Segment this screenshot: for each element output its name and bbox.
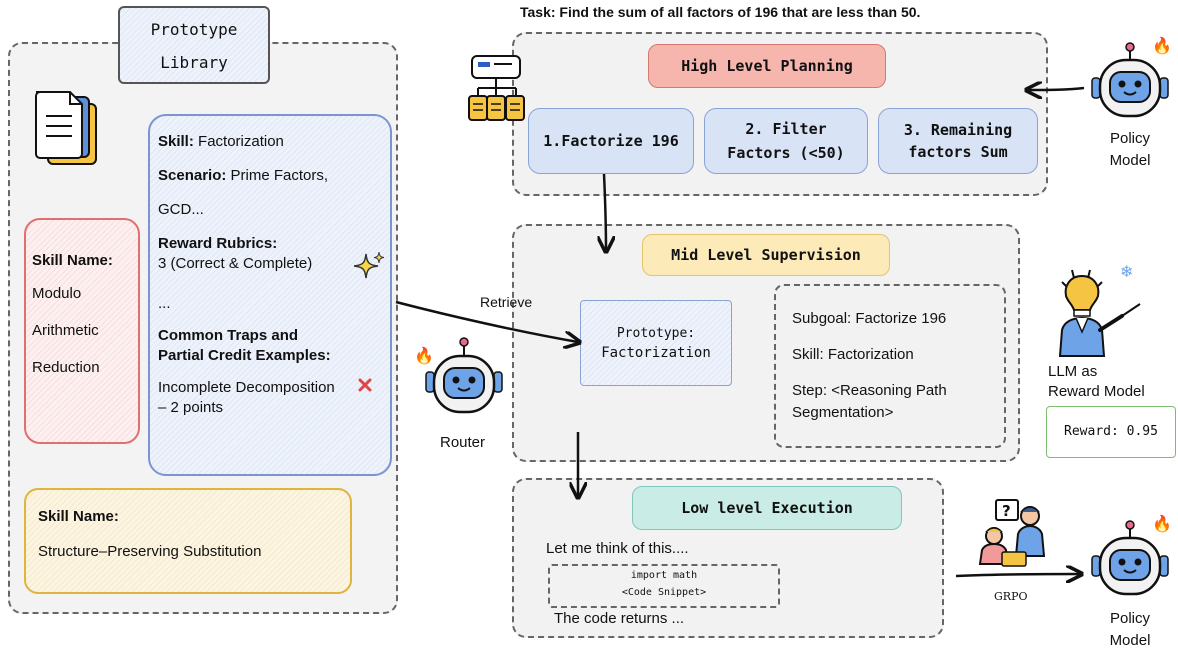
- red-card-label: Skill Name:: [32, 252, 113, 269]
- scenario-value: Prime Factors,: [230, 167, 329, 184]
- prototype-library-title: Prototype Library: [118, 6, 270, 84]
- sparkle-icon: [352, 250, 386, 284]
- policy-bottom-label: Policy Model: [1100, 608, 1160, 652]
- policy-bottom-fire-icon: 🔥: [1152, 516, 1172, 533]
- example-line1: Incomplete Decomposition: [158, 379, 335, 396]
- red-x-icon: [358, 378, 372, 392]
- low-level-title: Low level Execution: [632, 486, 902, 530]
- hierarchy-icon: [466, 52, 528, 124]
- scenario-line: Scenario: Prime Factors,: [158, 166, 390, 186]
- library-title-line2: Library: [160, 53, 228, 72]
- rubrics-label: Reward Rubrics:: [158, 235, 278, 252]
- code-snippet-box: import math <Code Snippet>: [548, 564, 780, 608]
- policy-top-label: Policy Model: [1100, 128, 1160, 172]
- arrow-low-to-policy: [955, 574, 1080, 576]
- reward-model-label: LLM as Reward Model: [1048, 362, 1145, 402]
- grpo-label: GRPO: [994, 590, 1028, 603]
- skill-label: Skill:: [158, 133, 194, 150]
- code-line2: <Code Snippet>: [621, 587, 707, 598]
- router-fire-icon: 🔥: [414, 348, 434, 365]
- prototype-line2: Factorization: [601, 344, 711, 361]
- yellow-card-value: Structure–Preserving Substitution: [38, 543, 262, 560]
- router-robot-icon: [420, 336, 508, 424]
- skill-card-modulo: Skill Name: Modulo Arithmetic Reduction: [24, 218, 140, 444]
- returns-text: The code returns ...: [554, 610, 685, 627]
- policy-bottom-line2: Model: [1109, 632, 1151, 649]
- skill-text: Skill: Factorization: [792, 346, 914, 363]
- plan-step-3: 3. Remaining factors Sum: [878, 108, 1038, 174]
- red-card-item-2: Arithmetic: [32, 322, 99, 339]
- mid-level-title: Mid Level Supervision: [642, 234, 890, 276]
- think-text: Let me think of this....: [546, 540, 689, 557]
- rubrics-value: 3 (Correct & Complete): [158, 255, 313, 272]
- plan-step-3-line1: 3. Remaining: [903, 121, 1013, 139]
- router-label: Router: [440, 434, 486, 451]
- prototype-factorization-box: Prototype: Factorization: [580, 300, 732, 386]
- yellow-card-label: Skill Name:: [38, 508, 119, 525]
- example-line2: – 2 points: [158, 399, 224, 416]
- step-line2: Segmentation>: [792, 404, 894, 421]
- plan-step-1-line1: 1.Factorize 196: [543, 132, 679, 150]
- step-line1: Step: <Reasoning Path: [792, 382, 947, 399]
- policy-top-fire-icon: 🔥: [1152, 38, 1172, 55]
- scenario-label: Scenario:: [158, 167, 227, 184]
- snowflake-icon: ❄: [1120, 264, 1134, 281]
- documents-icon: [34, 88, 104, 168]
- high-level-title: High Level Planning: [648, 44, 886, 88]
- plan-step-2-line1: 2. Filter: [745, 120, 827, 138]
- code-line1: import math: [630, 570, 698, 581]
- plan-step-2: 2. Filter Factors (<50): [704, 108, 868, 174]
- skill-card-substitution: Skill Name: Structure–Preserving Substit…: [24, 488, 352, 594]
- svg-text:?: ?: [1002, 502, 1011, 520]
- skill-line: Skill: Factorization: [158, 132, 390, 152]
- retrieve-label: Retrieve: [480, 294, 533, 310]
- reward-score-box: Reward: 0.95: [1046, 406, 1176, 458]
- red-card-item-3: Reduction: [32, 359, 100, 376]
- people-discussion-icon: ?: [976, 498, 1052, 568]
- plan-step-1: 1.Factorize 196: [528, 108, 694, 174]
- skill-card-factorization: Skill: Factorization Scenario: Prime Fac…: [148, 114, 392, 476]
- reward-model-line1: LLM as: [1048, 363, 1098, 380]
- traps-line2: Partial Credit Examples:: [158, 347, 331, 364]
- skill-card-ellipsis: ...: [158, 295, 171, 312]
- policy-bottom-line1: Policy: [1109, 610, 1150, 627]
- reward-model-line2: Reward Model: [1048, 383, 1145, 400]
- skill-value: Factorization: [198, 133, 284, 150]
- plan-step-2-line2: Factors (<50): [727, 144, 845, 162]
- scenario-cont: GCD...: [158, 201, 204, 218]
- mid-level-detail-box: Subgoal: Factorize 196 Skill: Factorizat…: [774, 284, 1006, 448]
- traps-line1: Common Traps and: [158, 327, 299, 344]
- policy-robot-bottom-icon: [1086, 516, 1174, 604]
- plan-step-3-line2: factors Sum: [908, 143, 1008, 161]
- policy-robot-top-icon: [1086, 38, 1174, 126]
- policy-top-line2: Model: [1109, 152, 1151, 169]
- prototype-line1: Prototype:: [616, 325, 696, 341]
- task-title: Task: Find the sum of all factors of 196…: [520, 4, 921, 20]
- policy-top-line1: Policy: [1109, 130, 1150, 147]
- teacher-icon: [1052, 269, 1148, 357]
- library-title-line1: Prototype: [150, 20, 238, 39]
- subgoal-text: Subgoal: Factorize 196: [792, 310, 947, 327]
- red-card-item-1: Modulo: [32, 285, 82, 302]
